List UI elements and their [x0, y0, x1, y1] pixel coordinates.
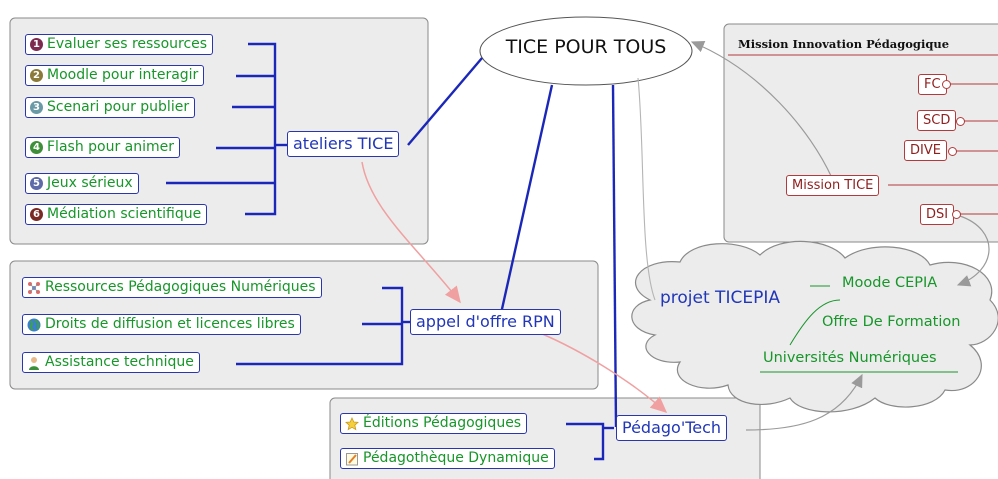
rpn-label: Ressources Pédagogiques Numériques — [45, 279, 316, 295]
atelier-item-4[interactable]: 4 Flash pour animer — [25, 137, 181, 158]
pedagotech-label: Pédagothèque Dynamique — [363, 450, 549, 466]
atelier-item-6[interactable]: 6 Médiation scientifique — [25, 204, 208, 225]
central-topic[interactable]: TICE POUR TOUS — [505, 36, 667, 58]
atelier-item-2[interactable]: 2 Moodle pour interagir — [25, 65, 205, 86]
pedagotech-item-editions[interactable]: Éditions Pédagogiques — [340, 413, 528, 434]
atelier-label: Scenari pour publier — [47, 99, 190, 115]
number-badge-icon: 4 — [30, 141, 43, 154]
rpn-label: Assistance technique — [45, 354, 194, 370]
connector-dot-icon — [952, 210, 961, 219]
pedagotech-label: Éditions Pédagogiques — [363, 415, 522, 431]
rpn-item-rights[interactable]: Droits de diffusion et licences libres — [22, 314, 301, 335]
cloud-title: projet TICEPIA — [660, 288, 780, 308]
number-badge-icon: 5 — [30, 177, 43, 190]
number-badge-icon: 6 — [30, 208, 43, 221]
mission-item-dive[interactable]: DIVE — [904, 140, 947, 161]
atelier-label: Evaluer ses ressources — [47, 36, 208, 52]
mission-item-mission-tice[interactable]: Mission TICE — [786, 175, 880, 196]
rpn-label: Droits de diffusion et licences libres — [45, 316, 295, 332]
atelier-item-3[interactable]: 3 Scenari pour publier — [25, 97, 196, 118]
atelier-label: Moodle pour interagir — [47, 67, 199, 83]
mission-item-scd[interactable]: SCD — [917, 110, 957, 131]
connector-dot-icon — [942, 80, 951, 89]
number-badge-icon: 1 — [30, 38, 43, 51]
connector-dot-icon — [956, 117, 965, 126]
number-badge-icon: 2 — [30, 69, 43, 82]
connector-dot-icon — [948, 147, 957, 156]
atelier-label: Jeux sérieux — [47, 175, 133, 191]
network-icon — [28, 281, 40, 294]
number-badge-icon: 3 — [30, 101, 43, 114]
ateliers-tice-node[interactable]: ateliers TICE — [287, 131, 400, 157]
cloud-item-universites-numeriques[interactable]: Universités Numériques — [763, 350, 937, 366]
mission-item-dsi[interactable]: DSI — [920, 204, 955, 225]
cloud-item-offre-formation[interactable]: Offre De Formation — [822, 314, 961, 330]
pedagotech-item-pedagotheque[interactable]: Pédagothèque Dynamique — [340, 448, 555, 469]
mission-title: Mission Innovation Pédagogique — [738, 37, 950, 51]
rpn-item-resources[interactable]: Ressources Pédagogiques Numériques — [22, 277, 322, 298]
atelier-item-5[interactable]: 5 Jeux sérieux — [25, 173, 139, 194]
cloud-item-moode-cepia[interactable]: Moode CEPIA — [842, 275, 938, 291]
star-icon — [345, 416, 359, 430]
notepad-icon — [346, 452, 358, 465]
atelier-item-1[interactable]: 1 Evaluer ses ressources — [25, 34, 214, 55]
atelier-label: Flash pour animer — [47, 139, 175, 155]
appel-offre-rpn-node[interactable]: appel d'offre RPN — [410, 309, 561, 335]
cloud-shape — [631, 240, 998, 413]
mission-item-fc[interactable]: FC — [918, 74, 947, 95]
globe-icon — [27, 318, 41, 331]
rpn-item-assistance[interactable]: Assistance technique — [22, 352, 200, 373]
person-icon — [29, 356, 39, 370]
pedagotech-node[interactable]: Pédago'Tech — [616, 415, 728, 441]
atelier-label: Médiation scientifique — [47, 206, 202, 222]
